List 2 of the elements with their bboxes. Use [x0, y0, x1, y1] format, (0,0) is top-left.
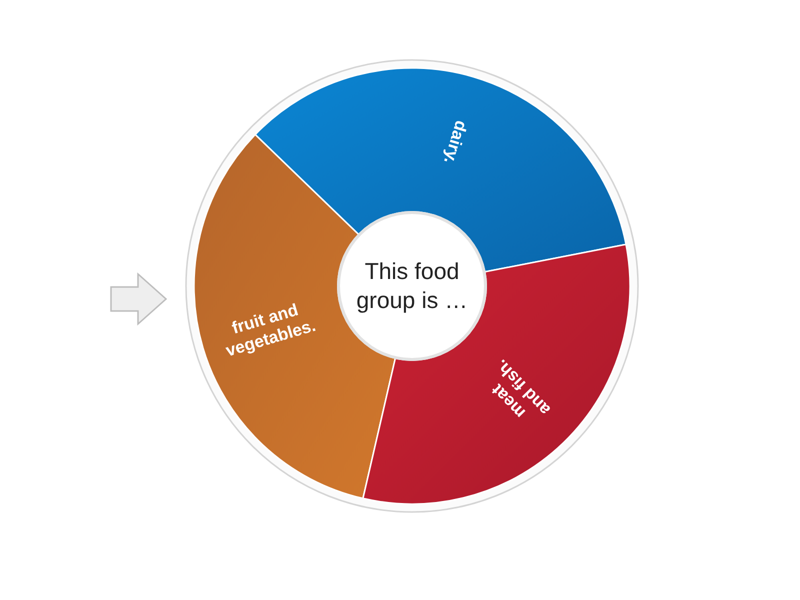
center-label: This food group is … [355, 257, 469, 315]
segment-label: dairy. [438, 117, 472, 168]
